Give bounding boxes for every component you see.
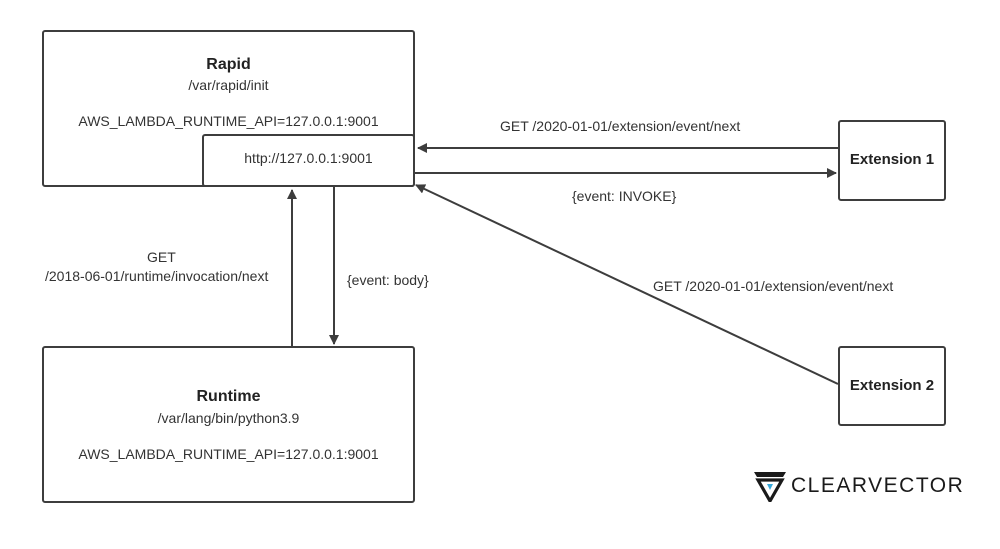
- extension1-title: Extension 1: [849, 151, 935, 168]
- ext2-get-label: GET /2020-01-01/extension/event/next: [653, 278, 894, 294]
- extension2-title: Extension 2: [849, 377, 935, 394]
- extension2-box: Extension 2: [838, 346, 946, 426]
- ext1-get-label: GET /2020-01-01/extension/event/next: [500, 118, 741, 134]
- rapid-endpoint: http://127.0.0.1:9001: [244, 150, 373, 166]
- rapid-path: /var/rapid/init: [188, 77, 269, 93]
- extension1-box: Extension 1: [838, 120, 946, 201]
- clearvector-logo: CLEARVECTOR: [753, 470, 963, 504]
- ext1-invoke-label: {event: INVOKE}: [572, 188, 677, 204]
- logo-text: CLEARVECTOR: [791, 474, 965, 497]
- rapid-env: AWS_LAMBDA_RUNTIME_API=127.0.0.1:9001: [78, 113, 379, 129]
- rapid-endpoint-box: http://127.0.0.1:9001: [202, 134, 415, 187]
- runtime-box: Runtime /var/lang/bin/python3.9 AWS_LAMB…: [42, 346, 415, 503]
- runtime-path: /var/lang/bin/python3.9: [157, 410, 300, 426]
- runtime-body-label: {event: body}: [347, 272, 429, 288]
- rapid-title: Rapid: [206, 56, 251, 73]
- runtime-get-label-line2: /2018-06-01/runtime/invocation/next: [45, 268, 269, 284]
- runtime-env: AWS_LAMBDA_RUNTIME_API=127.0.0.1:9001: [78, 446, 379, 462]
- rapid-box: Rapid /var/rapid/init AWS_LAMBDA_RUNTIME…: [42, 30, 415, 187]
- runtime-get-label-line1: GET: [147, 249, 176, 265]
- clearvector-logo-icon: [754, 472, 786, 502]
- runtime-title: Runtime: [196, 388, 261, 405]
- ext2-get-arrow: [415, 184, 839, 385]
